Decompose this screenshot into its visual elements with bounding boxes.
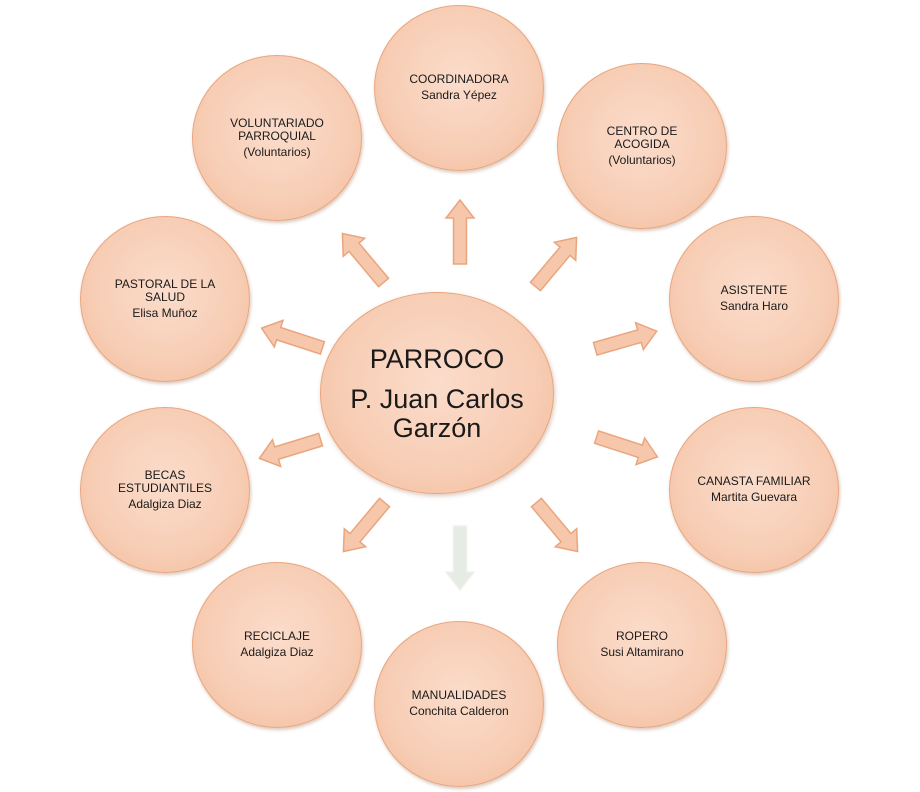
node-title: BECAS ESTUDIANTILES <box>117 467 213 495</box>
node-title: COORDINADORA <box>409 72 509 86</box>
node-title: CANASTA FAMILIAR <box>697 474 811 488</box>
node-asistente: ASISTENTE Sandra Haro <box>669 216 839 382</box>
node-sub: Martita Guevara <box>710 490 798 504</box>
node-sub: Sandra Haro <box>719 299 789 313</box>
arrow-upper-right-icon <box>529 236 578 292</box>
arrow-up-icon <box>444 198 476 265</box>
arrow-lower-right-icon <box>593 429 659 466</box>
node-sub: (Voluntarios) <box>243 144 311 159</box>
node-reciclaje: RECICLAJE Adalgiza Diaz <box>192 562 362 728</box>
node-title: PASTORAL DE LA SALUD <box>114 276 216 304</box>
center-node: PARROCO P. Juan Carlos Garzón <box>320 292 554 494</box>
node-sub: Conchita Calderon <box>409 704 509 718</box>
arrow-left-icon <box>260 319 326 356</box>
center-title: PARROCO <box>369 344 505 374</box>
node-voluntariado-parroquial: VOLUNTARIADO PARROQUIAL (Voluntarios) <box>192 55 362 221</box>
node-sub: Sandra Yépez <box>421 88 497 102</box>
node-sub: Adalgiza Diaz <box>240 645 314 659</box>
arrow-lower-left-icon <box>258 432 324 468</box>
arrow-upper-left-icon <box>341 232 390 288</box>
node-pastoral-salud: PASTORAL DE LA SALUD Elisa Muñoz <box>80 216 250 382</box>
node-title: MANUALIDADES <box>411 688 507 702</box>
node-title: CENTRO DE ACOGIDA <box>606 123 678 151</box>
node-sub: Adalgiza Diaz <box>128 496 202 511</box>
node-title: VOLUNTARIADO PARROQUIAL <box>230 115 324 143</box>
node-becas-estudiantiles: BECAS ESTUDIANTILES Adalgiza Diaz <box>80 407 250 573</box>
node-manualidades: MANUALIDADES Conchita Calderon <box>374 621 544 787</box>
node-ropero: ROPERO Susi Altamirano <box>557 562 727 728</box>
arrow-down-left-icon <box>342 497 391 553</box>
arrow-right-icon <box>592 321 658 356</box>
node-sub: Susi Altamirano <box>600 645 684 659</box>
arrow-down-icon <box>444 525 476 592</box>
node-title: ROPERO <box>615 629 668 643</box>
arrow-down-right-icon <box>530 497 579 553</box>
node-coordinadora: COORDINADORA Sandra Yépez <box>374 5 544 171</box>
node-sub: (Voluntarios) <box>608 152 676 167</box>
node-title: ASISTENTE <box>720 283 788 297</box>
node-centro-acogida: CENTRO DE ACOGIDA (Voluntarios) <box>557 63 727 229</box>
node-title: RECICLAJE <box>243 629 311 643</box>
node-sub: Elisa Muñoz <box>132 305 198 320</box>
node-canasta-familiar: CANASTA FAMILIAR Martita Guevara <box>669 407 839 573</box>
center-name: P. Juan Carlos Garzón <box>350 384 524 443</box>
